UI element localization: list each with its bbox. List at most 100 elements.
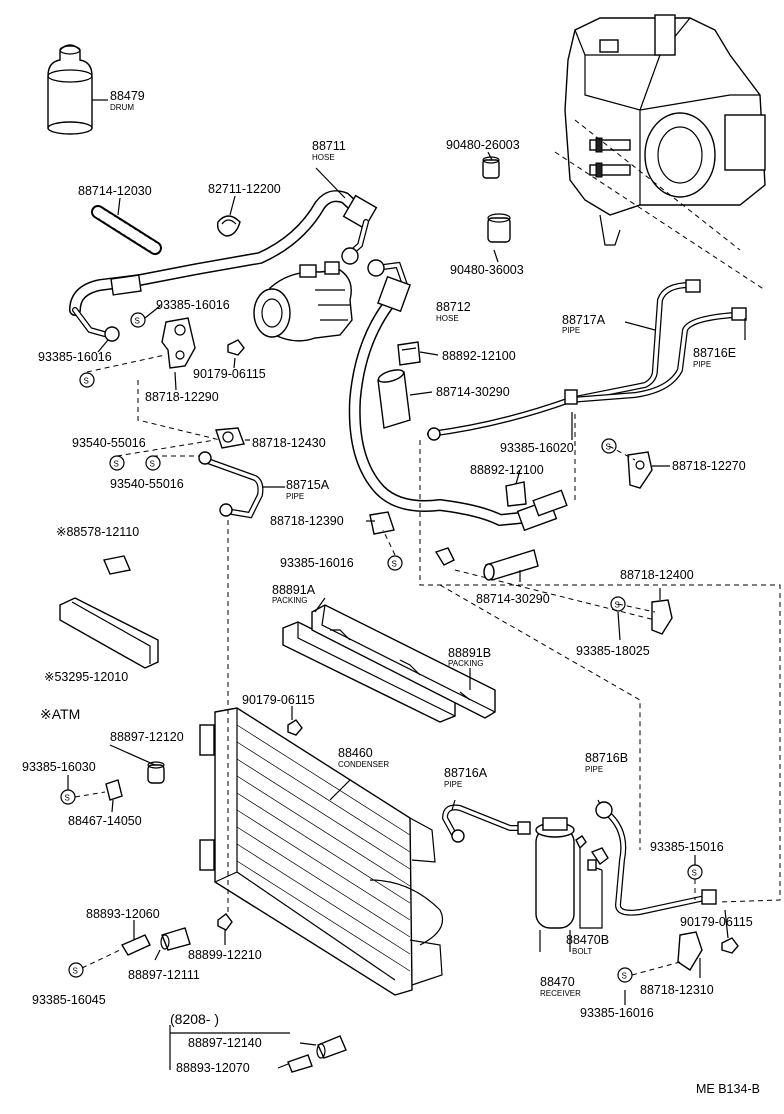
label-88716B[interactable]: 88716B (585, 751, 628, 765)
label-93540-55016-a[interactable]: 93540-55016 (72, 436, 146, 450)
drum-illustration (47, 44, 93, 135)
label-88714-12030[interactable]: 88714-12030 (78, 184, 152, 198)
label-hose-88712: HOSE (436, 314, 459, 323)
label-93540-55016-b[interactable]: 93540-55016 (110, 477, 184, 491)
label-88892-12100-a[interactable]: 88892-12100 (442, 349, 516, 363)
svg-text:S: S (622, 972, 627, 981)
label-condenser: CONDENSER (338, 760, 389, 769)
receiver-pipes-illustration (441, 801, 717, 929)
label-88891B[interactable]: 88891B (448, 646, 491, 660)
label-pipe-88716E: PIPE (693, 360, 711, 369)
oring-sleeve-illustrations (377, 341, 539, 581)
label-88718-12290[interactable]: 88718-12290 (145, 390, 219, 404)
cushion-illustrations (105, 761, 347, 1073)
atm-note: ※ATM (40, 706, 80, 722)
figure-code: ME B134-B (696, 1082, 760, 1096)
label-88897-12120[interactable]: 88897-12120 (110, 730, 184, 744)
label-90179-06115-c[interactable]: 90179-06115 (680, 915, 753, 929)
clamp-illustrations (369, 511, 703, 971)
label-drum: DRUM (110, 103, 134, 112)
label-93385-16045[interactable]: 93385-16045 (32, 993, 106, 1007)
packing-illustrations (282, 604, 496, 723)
svg-text:S: S (65, 794, 70, 803)
label-93385-16016-a[interactable]: 93385-16016 (156, 298, 230, 312)
label-93385-18025[interactable]: 93385-18025 (576, 644, 650, 658)
label-pipe-88717A: PIPE (562, 326, 580, 335)
label-88893-12070[interactable]: 88893-12070 (176, 1061, 250, 1075)
svg-text:S: S (84, 377, 89, 386)
label-88892-12100-b[interactable]: 88892-12100 (470, 463, 544, 477)
label-88897-12111[interactable]: 88897-12111 (128, 968, 200, 982)
condenser-illustration (199, 707, 444, 996)
label-88718-12270[interactable]: 88718-12270 (672, 459, 746, 473)
label-88718-12310[interactable]: 88718-12310 (640, 983, 714, 997)
label-93385-15016[interactable]: 93385-15016 (650, 840, 724, 854)
nut-illustrations (217, 339, 739, 954)
label-90179-06115-b[interactable]: 90179-06115 (242, 693, 315, 707)
svg-text:S: S (135, 317, 140, 326)
label-93385-16020[interactable]: 93385-16020 (500, 441, 574, 455)
label-93385-16016-d[interactable]: 93385-16016 (580, 1006, 654, 1020)
label-hose-88711: HOSE (312, 153, 335, 162)
label-pipe-88716B: PIPE (585, 765, 603, 774)
svg-text:S: S (692, 869, 697, 878)
part-labels: 88479 DRUM 88711 HOSE 88712 HOSE 88714-1… (22, 89, 760, 1096)
svg-text:S: S (392, 560, 397, 569)
label-packing-88891B: PACKING (448, 659, 483, 668)
label-88899-12210[interactable]: 88899-12210 (188, 948, 262, 962)
label-88467-14050[interactable]: 88467-14050 (68, 814, 142, 828)
label-88716E[interactable]: 88716E (693, 346, 736, 360)
atm-parts-illustration (59, 555, 159, 669)
label-93385-16016-b[interactable]: 93385-16016 (38, 350, 112, 364)
label-88714-30290-b[interactable]: 88714-30290 (476, 592, 550, 606)
label-88717A[interactable]: 88717A (562, 313, 606, 327)
label-82711-12200[interactable]: 82711-12200 (208, 182, 281, 196)
compressor-illustration (253, 261, 353, 342)
label-88891A[interactable]: 88891A (272, 583, 316, 597)
svg-text:S: S (150, 460, 155, 469)
label-pipe-88715A: PIPE (286, 492, 304, 501)
label-90480-26003[interactable]: 90480-26003 (446, 138, 520, 152)
bracket-88718-12270-illustration (627, 451, 653, 489)
label-pipe-88716A: PIPE (444, 780, 462, 789)
bracket-88718-12290-illustration (161, 317, 196, 369)
label-88470B[interactable]: 88470B (566, 933, 609, 947)
svg-text:S: S (114, 460, 119, 469)
svg-text:S: S (73, 967, 78, 976)
label-88470[interactable]: 88470 (540, 975, 575, 989)
label-53295-12010[interactable]: ※53295-12010 (44, 670, 128, 684)
hose-88712-illustration (348, 259, 568, 532)
label-88716A[interactable]: 88716A (444, 766, 488, 780)
label-93385-16030[interactable]: 93385-16030 (22, 760, 96, 774)
label-90480-36003[interactable]: 90480-36003 (450, 263, 524, 277)
svg-text:S: S (606, 443, 611, 452)
label-93385-16016-c[interactable]: 93385-16016 (280, 556, 354, 570)
label-88714-30290-a[interactable]: 88714-30290 (436, 385, 510, 399)
label-88718-12430[interactable]: 88718-12430 (252, 436, 326, 450)
label-bolt-88470B: BOLT (572, 947, 592, 956)
label-receiver: RECEIVER (540, 989, 581, 998)
label-88578-12110[interactable]: ※88578-12110 (56, 525, 139, 539)
label-88479[interactable]: 88479 (110, 89, 145, 103)
label-88711[interactable]: 88711 (312, 139, 346, 153)
grommet-illustrations (482, 156, 511, 243)
label-88718-12400[interactable]: 88718-12400 (620, 568, 694, 582)
label-88893-12060[interactable]: 88893-12060 (86, 907, 160, 921)
pipe-88715A-illustration (198, 451, 264, 519)
clamp-82711-illustration (216, 215, 241, 237)
label-88715A[interactable]: 88715A (286, 478, 330, 492)
clamp-88718-12430-illustration (215, 427, 245, 449)
leader-lines (67, 99, 781, 1070)
date-range-note: (8208- ) (170, 1011, 219, 1027)
cooling-unit-illustration (564, 14, 766, 246)
label-88718-12390[interactable]: 88718-12390 (270, 514, 344, 528)
svg-text:S: S (615, 601, 620, 610)
hose-protector-illustration (91, 205, 162, 255)
label-88712[interactable]: 88712 (436, 300, 471, 314)
pipes-88717A-88716E-illustration (427, 279, 747, 441)
label-packing-88891A: PACKING (272, 596, 307, 605)
label-90179-06115-a[interactable]: 90179-06115 (193, 367, 266, 381)
label-88460[interactable]: 88460 (338, 746, 373, 760)
label-88897-12140[interactable]: 88897-12140 (188, 1036, 262, 1050)
